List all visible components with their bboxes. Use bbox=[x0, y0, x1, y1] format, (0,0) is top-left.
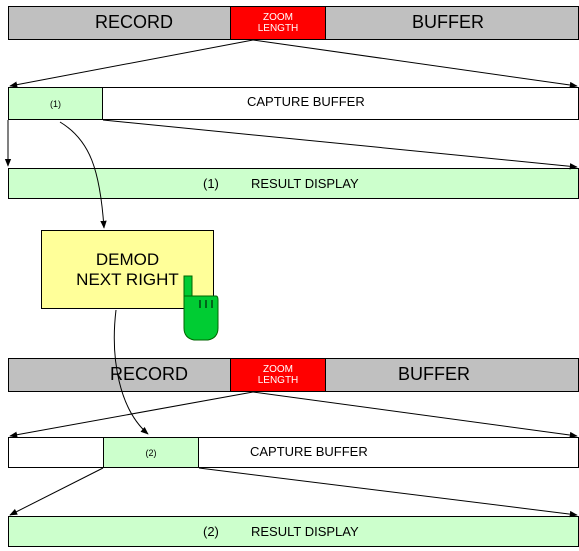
pointing-hand-icon bbox=[183, 275, 219, 341]
buffer-label-bottom: BUFFER bbox=[398, 364, 470, 384]
record-label-bottom: RECORD bbox=[110, 364, 189, 384]
zoom-label-line1: ZOOM bbox=[263, 364, 293, 375]
zoom-length-block-bottom: ZOOM LENGTH bbox=[230, 358, 326, 392]
capture-segment-bottom: (2) bbox=[103, 437, 199, 468]
result-index-top: (1) bbox=[203, 176, 219, 191]
buffer-label-top: BUFFER bbox=[412, 12, 484, 32]
capture-buffer-label-bottom: CAPTURE BUFFER bbox=[250, 444, 368, 459]
zoom-label-line1: ZOOM bbox=[263, 12, 293, 23]
result-display-top bbox=[8, 168, 579, 199]
capture-segment-top: (1) bbox=[8, 87, 103, 120]
capture-buffer-top bbox=[8, 87, 579, 120]
segment-label-bottom: (2) bbox=[145, 447, 157, 458]
capture-buffer-label-top: CAPTURE BUFFER bbox=[247, 94, 365, 109]
result-label-top: RESULT DISPLAY bbox=[251, 176, 359, 191]
result-display-bottom bbox=[8, 516, 579, 547]
segment-label-top: (1) bbox=[50, 98, 61, 109]
zoom-label-line2: LENGTH bbox=[257, 23, 299, 34]
result-index-bottom: (2) bbox=[203, 524, 219, 539]
demod-label-line2: NEXT RIGHT bbox=[76, 269, 179, 289]
record-label-top: RECORD bbox=[95, 12, 174, 32]
zoom-length-block-top: ZOOM LENGTH bbox=[230, 6, 326, 40]
zoom-label-line2: LENGTH bbox=[257, 375, 299, 386]
demod-label-line1: DEMOD bbox=[95, 249, 160, 269]
result-label-bottom: RESULT DISPLAY bbox=[251, 524, 359, 539]
